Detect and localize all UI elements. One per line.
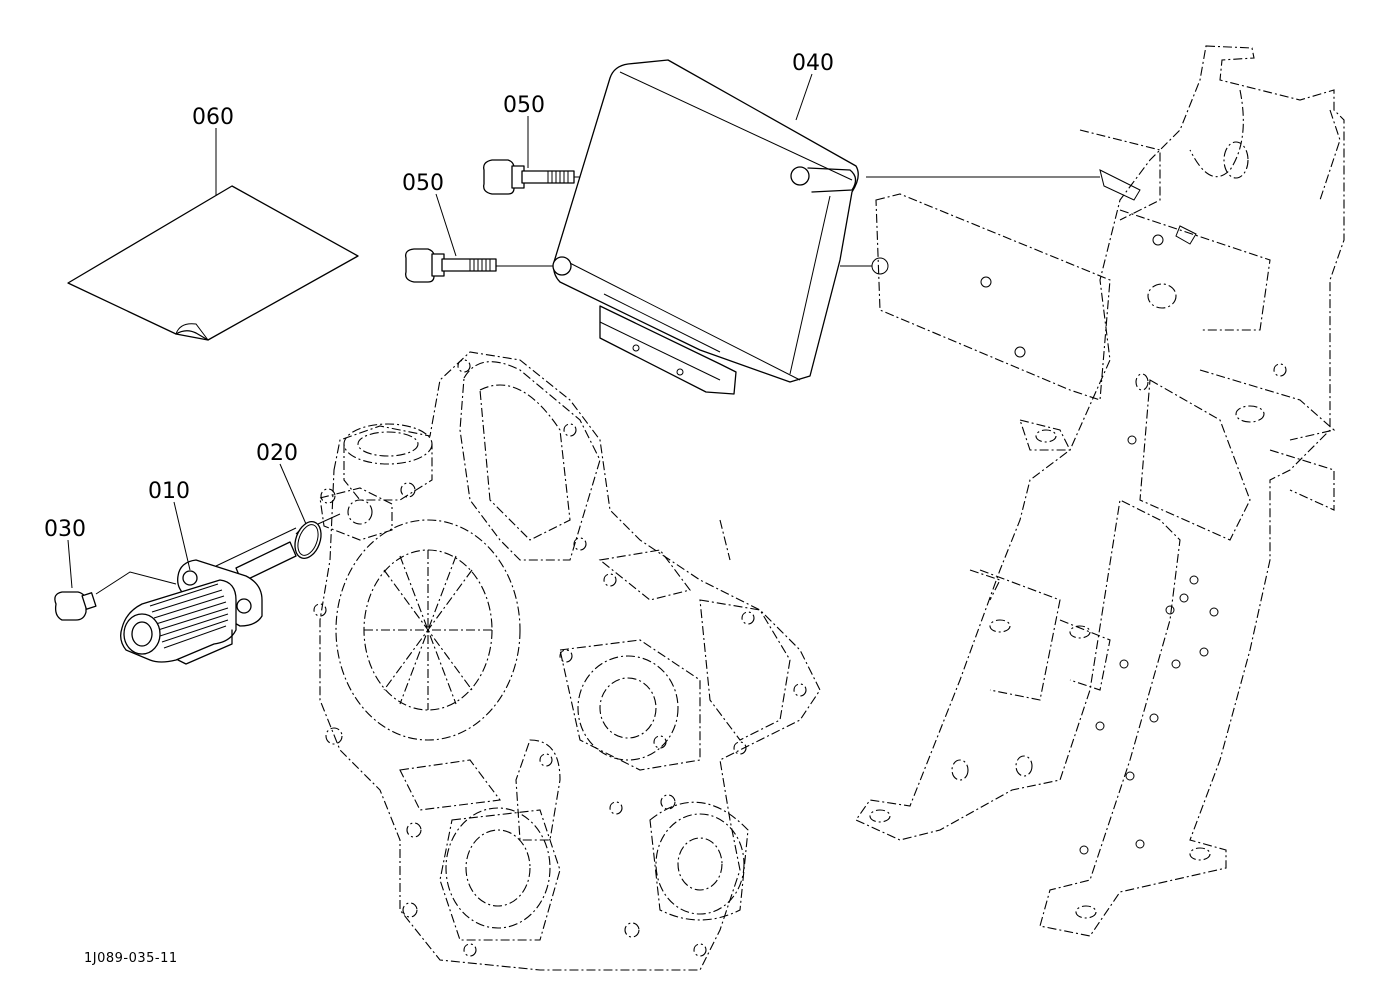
callout-010[interactable]: 010: [148, 479, 190, 504]
part-050-bolt-upper[interactable]: [483, 159, 575, 195]
frame-bracket: [855, 45, 1345, 937]
callout-050-lower[interactable]: 050: [402, 171, 444, 196]
part-010-solenoid[interactable]: [120, 541, 297, 665]
leader-040: [795, 73, 813, 121]
part-060-label-sheet[interactable]: [67, 185, 359, 341]
axis-line-020b: [317, 513, 341, 525]
part-040-ecu-controller[interactable]: [552, 59, 859, 395]
leader-030: [67, 539, 73, 589]
leader-050-lower: [435, 193, 457, 257]
callout-020[interactable]: 020: [256, 441, 298, 466]
leader-010: [173, 501, 191, 571]
callout-050-upper[interactable]: 050: [503, 93, 545, 118]
part-020-o-ring[interactable]: [290, 518, 326, 562]
callout-030[interactable]: 030: [44, 517, 86, 542]
engine-gear-case: [295, 351, 821, 971]
part-030-bolt[interactable]: [54, 591, 97, 621]
callout-040[interactable]: 040: [792, 51, 834, 76]
callout-060[interactable]: 060: [192, 105, 234, 130]
part-050-bolt-lower[interactable]: [405, 248, 497, 283]
axis-line-030: [95, 571, 177, 595]
drawing-code: 1J089-035-11: [84, 951, 178, 966]
axis-line-020: [215, 527, 297, 567]
leader-020: [279, 463, 307, 525]
